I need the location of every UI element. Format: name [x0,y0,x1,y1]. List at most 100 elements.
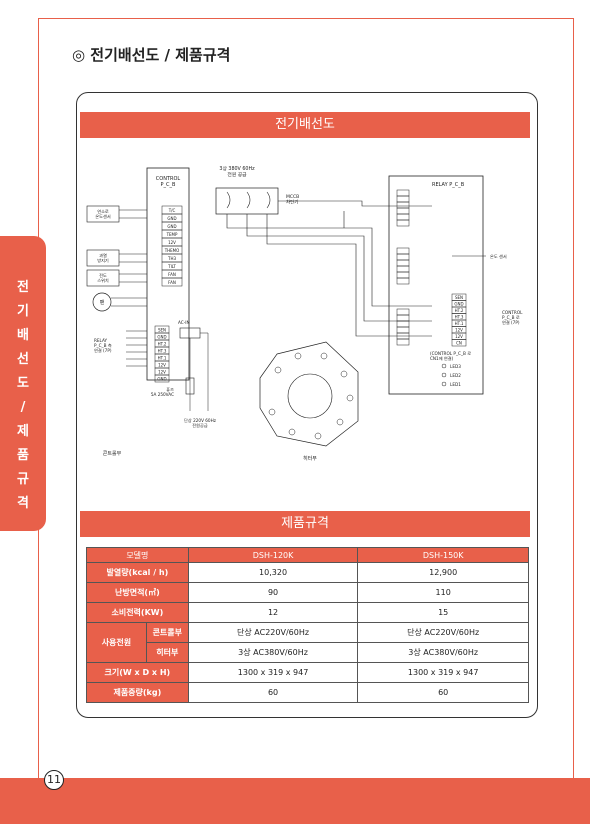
row-label: 발열량(kcal / h) [86,562,189,583]
row-label: 제품중량(kg) [86,682,189,703]
led-label: LED3 [450,364,461,369]
table-header-row: 모델명 DSH-120K DSH-150K [86,547,529,563]
heater-core [287,373,333,419]
control-terminal-lower-label: SEN [158,327,166,332]
relay-terminal-box [396,277,410,285]
led-icon [441,363,447,369]
table-row: 난방면적(㎡) 90 110 [86,582,529,603]
row-value: 110 [357,582,529,603]
control-terminal-label: TEMP [166,232,178,237]
table-row: 제품중량(kg) 60 60 [86,682,529,703]
relay-terminal-box [396,320,410,328]
overheat-box [86,249,120,267]
table-row: 히터부 3상 AC380V/60Hz 3상 AC380V/60Hz [87,642,529,663]
row-value: 90 [187,582,359,603]
relay-terminal-box [396,207,410,215]
heater-section-label: 히터부 [303,455,317,462]
spec-table: 모델명 DSH-120K DSH-150K 발열량(kcal / h) 10,3… [86,547,529,703]
power-sub-heater: 히터부 [145,642,189,663]
row-value: 3상 AC380V/60Hz [357,642,529,663]
row-label: 난방면적(㎡) [86,582,189,603]
led-icon [441,381,447,387]
row-value: 60 [357,682,529,703]
control-terminal-label: THEMO [164,248,180,253]
control-terminal-label: TH3 [167,256,176,261]
relay-terminal-box [396,213,410,221]
control-terminal-lower-label: HT.2 [158,341,167,346]
control-terminal-label: FAN [168,280,176,285]
spec-section-title: 제품규격 [80,511,530,537]
combustion-sensor-box [86,205,120,223]
row-value: 60 [187,682,359,703]
control-terminal-lower-label: 12V [158,369,166,374]
relay-terminal-box [396,308,410,316]
relay-right-terminal-label: HT.2 [455,308,464,313]
side-tab-label: 전 기 배 선 도 / 제 품 규 격 [17,280,29,511]
relay-terminal-blocks [396,189,410,346]
relay-terminal-box [396,259,410,267]
row-label: 크기(W x D x H) [86,662,189,683]
relay-terminal-box [396,271,410,279]
relay-right-terminal-label: GND [454,301,463,306]
mccb-box [215,187,279,215]
tilt-switch-box [86,269,120,287]
table-row: 크기(W x D x H) 1300 x 319 x 947 1300 x 31… [86,662,529,683]
acin-block [179,327,201,339]
table-row: 사용전원 콘트롤부 단상 AC220V/60Hz 단상 AC220V/60Hz [86,622,529,663]
relay-right-terminal-label: HT.1 [455,321,464,326]
row-value: 12 [187,602,359,623]
acin-label: AC-IN [178,320,190,325]
fan-label: 팬 [100,299,105,306]
row-value: 단상 AC220V/60Hz [357,622,529,643]
control-section-label: 콘트롤부 [103,451,122,457]
relay-pcb-board [388,175,484,395]
relay-terminal-box [396,189,410,197]
control-terminal-label: GND [167,224,176,229]
relay-temp-sensor-label: 온도 센서 [490,253,507,260]
row-value: 15 [357,602,529,623]
fuse-icon [185,377,195,395]
led-label: LED2 [450,373,461,378]
control-terminal-box [161,277,183,287]
relay-right-terminal-label: 12V [455,327,463,332]
relay-right-terminal-label: SEN [455,295,463,300]
relay-terminal-box [396,265,410,273]
table-row: 발열량(kcal / h) 10,320 12,900 [86,562,529,583]
relay-right-terminal-box [451,339,467,347]
relay-right-terminal-label: HT.3 [455,314,464,319]
control-terminal-label: TILT [167,264,176,269]
row-value: 단상 AC220V/60Hz [187,622,359,643]
control-terminal-label: 12V [168,240,176,245]
relay-terminal-box [396,253,410,261]
control-terminal-lower-label: GND [157,334,166,339]
control-terminal-lower-label: 12V [158,362,166,367]
led-label: LED1 [450,382,461,387]
relay-terminal-box [396,219,410,227]
led-icon [441,372,447,378]
row-label: 소비전력(KW) [86,602,189,623]
relay-terminal-box [396,247,410,255]
fan-icon [92,292,112,312]
control-terminal-lower-label: HT.3 [158,348,167,353]
relay-terminal-box [396,201,410,209]
wiring-section-title: 전기배선도 [80,112,530,138]
control-terminal-lower-label: HT.1 [158,355,167,360]
side-tab: 전 기 배 선 도 / 제 품 규 격 [0,236,46,531]
page-title: ◎ 전기배선도 / 제품규격 [72,46,231,64]
row-value: 10,320 [187,562,359,583]
control-terminal-label: FAN [168,272,176,277]
relay-terminal-box [396,338,410,346]
